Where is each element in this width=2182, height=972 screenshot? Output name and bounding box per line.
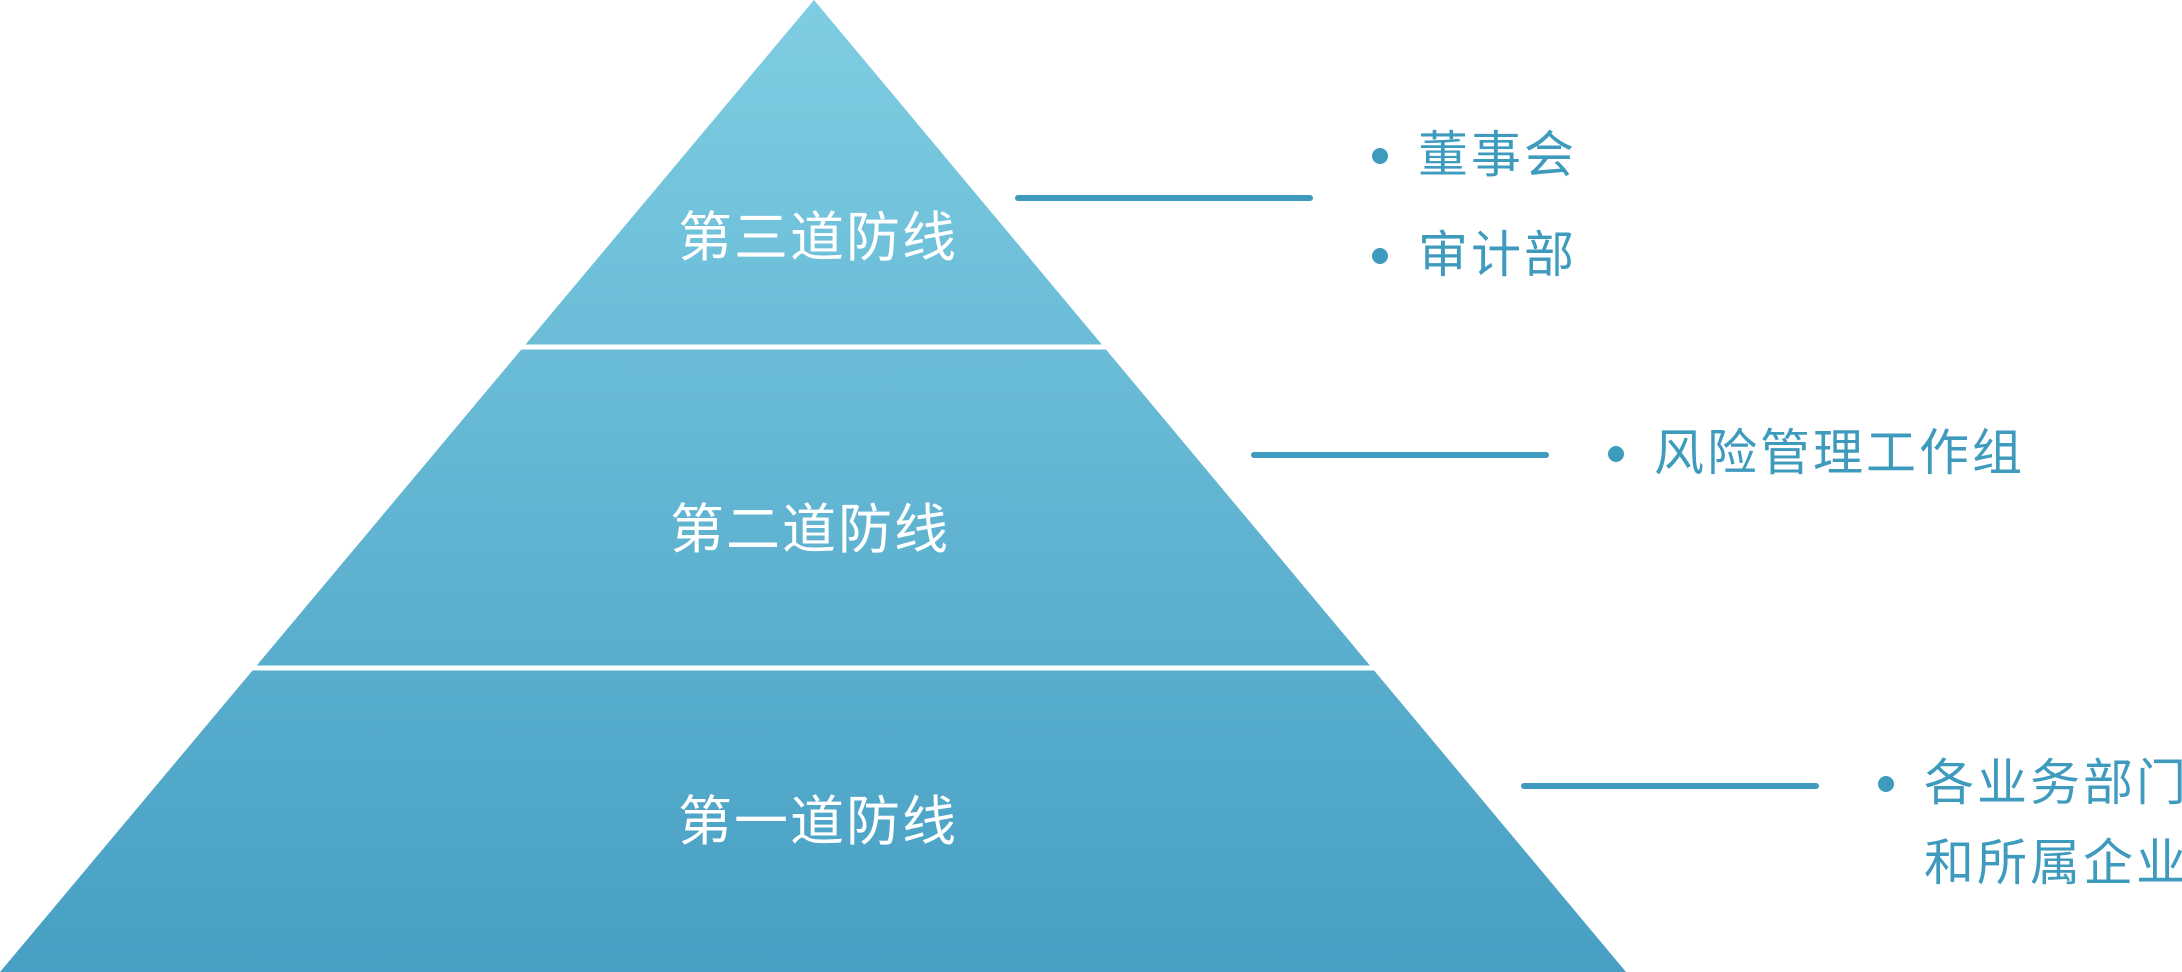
pyramid bbox=[0, 0, 1626, 972]
bullet-dot bbox=[1878, 776, 1894, 792]
bullet-dot bbox=[1608, 446, 1624, 462]
item-affiliated-enterprises: 和所属企业 bbox=[1924, 834, 2182, 892]
tier-label-third-line: 第三道防线 bbox=[678, 206, 958, 269]
bullet-dot bbox=[1372, 148, 1388, 164]
bullet-dot bbox=[1372, 248, 1388, 264]
item-audit-department: 审计部 bbox=[1418, 226, 1577, 284]
tier-label-first-line: 第一道防线 bbox=[678, 790, 958, 853]
item-business-departments: 各业务部门 bbox=[1924, 754, 2182, 812]
item-risk-management-group: 风险管理工作组 bbox=[1654, 424, 2025, 482]
item-board-of-directors: 董事会 bbox=[1418, 126, 1577, 184]
tier-label-second-line: 第二道防线 bbox=[670, 498, 950, 561]
